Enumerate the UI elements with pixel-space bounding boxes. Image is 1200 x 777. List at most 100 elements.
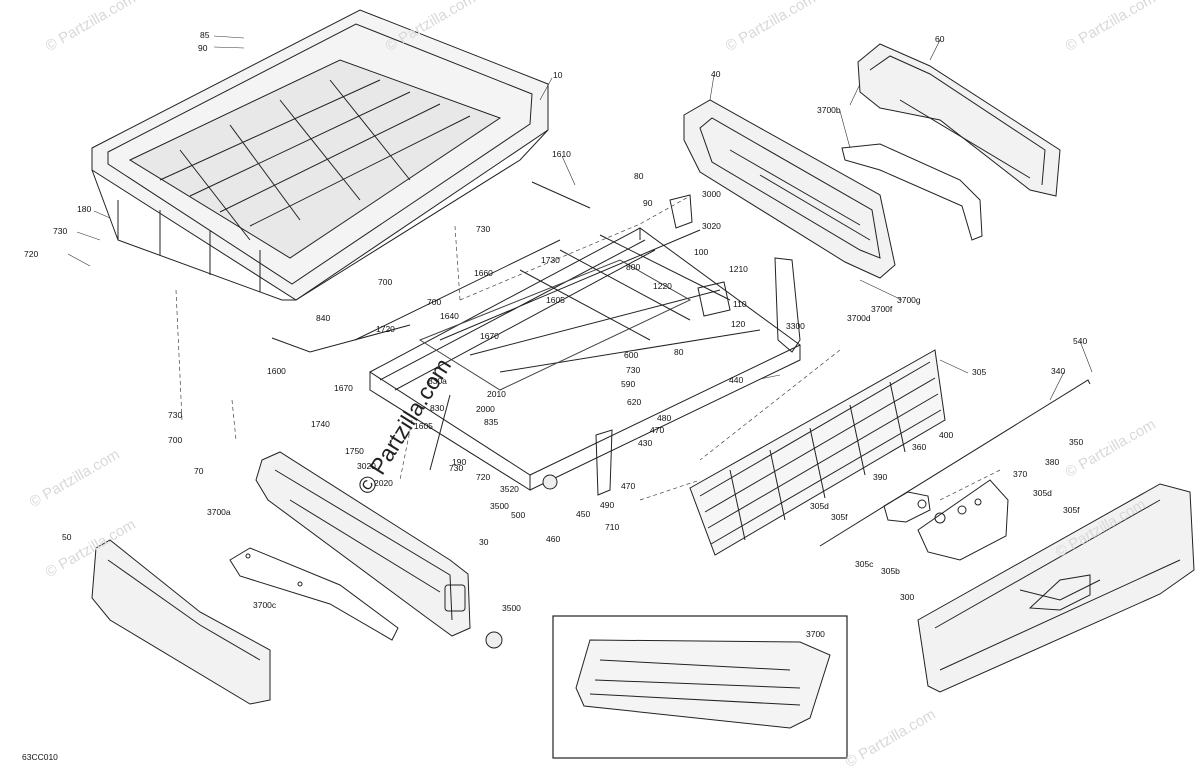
cover-right-part [857, 43, 1061, 197]
rod-1610-part [531, 181, 591, 209]
callout-label: 430 [638, 438, 653, 448]
side-rail-right-part [683, 99, 896, 279]
callout-label: 300 [900, 592, 915, 602]
callout-label: 1210 [729, 264, 748, 274]
callout-label: 450 [576, 509, 591, 519]
callout-label: 700 [168, 435, 183, 445]
callout-label: 3500 [490, 501, 509, 511]
callout-label: 60 [935, 34, 945, 44]
callout-label: 120 [731, 319, 746, 329]
callout-label: 3000 [702, 189, 721, 199]
callout-label: 500 [511, 510, 526, 520]
callout-label: 800 [626, 262, 641, 272]
callout-label: 30 [479, 537, 489, 547]
callout-label: 470 [650, 425, 665, 435]
rod-1640-part [354, 239, 561, 341]
callout-label: 390 [873, 472, 888, 482]
callout-label: 540 [1073, 336, 1088, 346]
callout-label: 1660 [474, 268, 493, 278]
callout-label: 835 [484, 417, 499, 427]
callout-label: 370 [1013, 469, 1028, 479]
callout-label: 710 [605, 522, 620, 532]
callout-label: 1610 [552, 149, 571, 159]
frame-part [369, 227, 801, 491]
callout-label: 720 [24, 249, 39, 259]
trim-left-part [229, 547, 399, 641]
callout-label: 2000 [476, 404, 495, 414]
callout-label: 470 [621, 481, 636, 491]
rod-1600-part [271, 324, 411, 353]
inset-frame [552, 615, 848, 759]
callout-label: 1670 [334, 383, 353, 393]
callout-label: 90 [198, 43, 208, 53]
callout-label: 305b [881, 566, 900, 576]
handle-part [883, 491, 931, 523]
callout-label: 360 [912, 442, 927, 452]
callout-label: 1640 [440, 311, 459, 321]
callout-label: 85 [200, 30, 210, 40]
callout-label: 380 [1045, 457, 1060, 467]
callout-label: 340 [1051, 366, 1066, 376]
inset-liner-part [575, 639, 831, 729]
diagram-code: 63CC010 [22, 752, 58, 762]
trim-right-part [841, 143, 983, 241]
callout-label: 90 [643, 198, 653, 208]
callout-label: 100 [694, 247, 709, 257]
plug-3500-part [485, 631, 503, 649]
callout-label: 730 [168, 410, 183, 420]
callout-label: 3700d [847, 313, 871, 323]
bracket-470-part [595, 429, 613, 496]
callout-label: 80 [634, 171, 644, 181]
callout-label: 305f [1063, 505, 1080, 515]
strut-2000-part [429, 394, 451, 471]
callout-label: 730 [449, 463, 464, 473]
callout-label: 3300 [786, 321, 805, 331]
callout-label: 590 [621, 379, 636, 389]
tailgate-outer-part [917, 483, 1195, 693]
callout-label: 830 [430, 403, 445, 413]
callout-label: 600 [624, 350, 639, 360]
callout-label: 720 [476, 472, 491, 482]
cover-left-part [91, 539, 271, 705]
callout-label: 40 [711, 69, 721, 79]
bracket-3300-part [774, 257, 801, 353]
bracket-1210-part [697, 281, 731, 317]
callout-label: 3020 [702, 221, 721, 231]
callout-label: 190 [452, 457, 467, 467]
callout-label: 305d [810, 501, 829, 511]
callout-label: 10 [553, 70, 563, 80]
callout-label: 2010 [487, 389, 506, 399]
callout-label: 3020 [357, 461, 376, 471]
side-rail-left-part [255, 451, 471, 637]
callout-label: 1605 [546, 295, 565, 305]
callout-label: 80 [674, 347, 684, 357]
callout-label: 1600 [267, 366, 286, 376]
callout-label: 70 [194, 466, 204, 476]
callout-label: 460 [546, 534, 561, 544]
callout-label: 3700f [871, 304, 893, 314]
callout-label: 1220 [653, 281, 672, 291]
latch-plate-part [917, 479, 1009, 561]
callout-label: 400 [939, 430, 954, 440]
callout-label: 1670 [480, 331, 499, 341]
callout-label: 50 [62, 532, 72, 542]
callout-label: 830a [428, 376, 447, 386]
callout-label: 700 [427, 297, 442, 307]
plug-3520-part [542, 474, 558, 490]
rod-340-part [819, 379, 1091, 547]
callout-label: 1740 [311, 419, 330, 429]
callout-label: 180 [77, 204, 92, 214]
callout-label: 1720 [376, 324, 395, 334]
callout-label: 1730 [541, 255, 560, 265]
callout-label: 1750 [345, 446, 364, 456]
callout-label: 490 [600, 500, 615, 510]
callout-label: 3700c [253, 600, 277, 610]
callout-label: 700 [378, 277, 393, 287]
callout-label: 2020 [374, 478, 393, 488]
callout-label: 305 [972, 367, 987, 377]
callout-label: 3700b [817, 105, 841, 115]
callout-label: 350 [1069, 437, 1084, 447]
callout-label: 620 [627, 397, 642, 407]
callout-label: 730 [53, 226, 68, 236]
callout-label: 305c [855, 559, 874, 569]
